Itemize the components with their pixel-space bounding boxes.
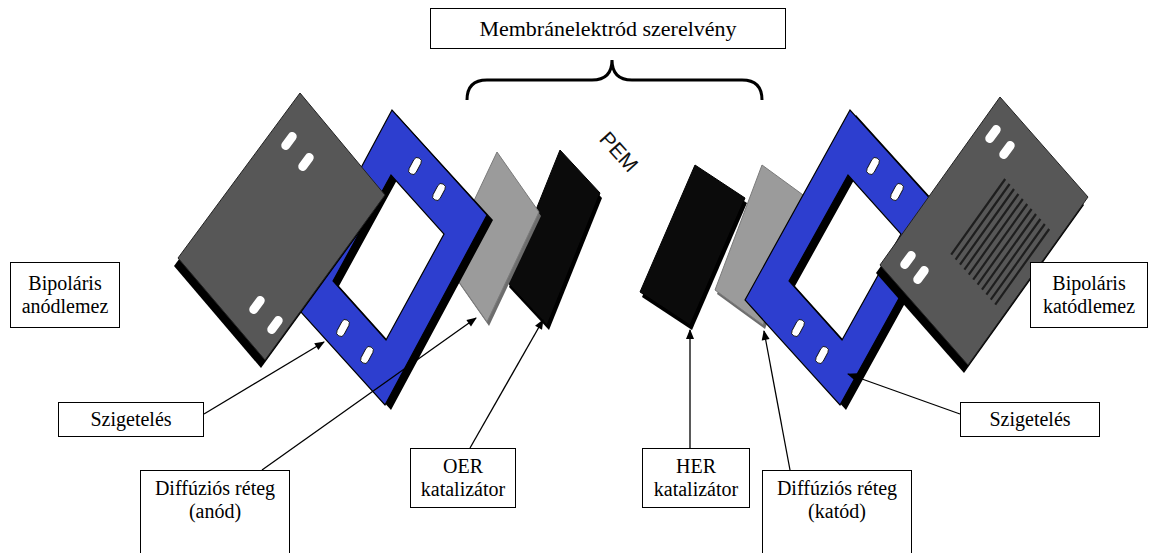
plate-slot	[911, 264, 930, 285]
label-text: OER katalizátor	[417, 455, 509, 501]
catalyst-label: HER katalizátor	[642, 448, 750, 508]
gasket-slot	[790, 318, 806, 338]
assembly-brace	[467, 60, 762, 100]
label-text: Szigetelés	[65, 408, 197, 431]
plate-slot	[898, 249, 917, 270]
gasket-face	[745, 110, 945, 405]
membrane-face	[507, 105, 715, 393]
channel	[982, 214, 1036, 290]
gasket-label: Szigetelés	[960, 402, 1100, 437]
assembly-label: Membránelektród szerelvény	[430, 8, 786, 49]
label-text: Bipoláris anódlemez	[17, 272, 113, 318]
label-text: HER katalizátor	[649, 455, 743, 501]
channel	[960, 189, 1014, 265]
label-text: Diffúziós réteg (anód)	[147, 477, 283, 523]
plate-label: Bipoláris katódlemez	[1030, 262, 1148, 328]
membrane-diamond: PEM	[500, 100, 720, 402]
diffusion-label: Diffúziós réteg (katód)	[762, 470, 912, 553]
plate-slot	[265, 314, 284, 335]
channel	[956, 184, 1010, 260]
channel	[951, 179, 1005, 255]
diffusion-label: Diffúziós réteg (anód)	[140, 470, 290, 553]
membrane-edge	[507, 111, 715, 399]
plate-slot	[247, 294, 266, 315]
channel	[978, 209, 1032, 285]
leader-arrow	[848, 374, 960, 414]
channel	[973, 204, 1027, 280]
gasket-slot	[431, 182, 447, 202]
plate-face	[178, 93, 385, 360]
gasket-slot	[865, 156, 881, 176]
plate-slot	[997, 139, 1016, 160]
catalyst-label: OER katalizátor	[410, 448, 516, 508]
label-text: Szigetelés	[967, 408, 1093, 431]
plate-slot	[296, 151, 315, 172]
channel	[969, 199, 1023, 275]
leader-arrow	[204, 342, 324, 414]
gasket-slot	[335, 318, 351, 338]
channel	[964, 194, 1018, 270]
leader-lines	[204, 318, 960, 470]
leader-arrow	[689, 330, 690, 448]
plate-label: Bipoláris anódlemez	[10, 262, 120, 328]
anode-bipolar-plate	[174, 93, 385, 368]
gasket-slot	[889, 182, 905, 202]
plate-slot	[279, 130, 298, 151]
cathode-bipolar-plate	[876, 97, 1088, 373]
label-text: Bipoláris katódlemez	[1037, 272, 1141, 318]
leader-arrow	[470, 320, 543, 448]
plate-slot	[983, 123, 1002, 144]
gasket-slot	[407, 156, 423, 176]
leader-arrow	[764, 331, 790, 470]
label-text: Membránelektród szerelvény	[441, 16, 775, 41]
gasket-slot	[359, 345, 375, 365]
membrane-label: PEM	[595, 127, 643, 177]
gasket-label: Szigetelés	[58, 402, 204, 437]
label-text: Diffúziós réteg (katód)	[769, 477, 905, 523]
gasket-slot	[814, 345, 830, 365]
